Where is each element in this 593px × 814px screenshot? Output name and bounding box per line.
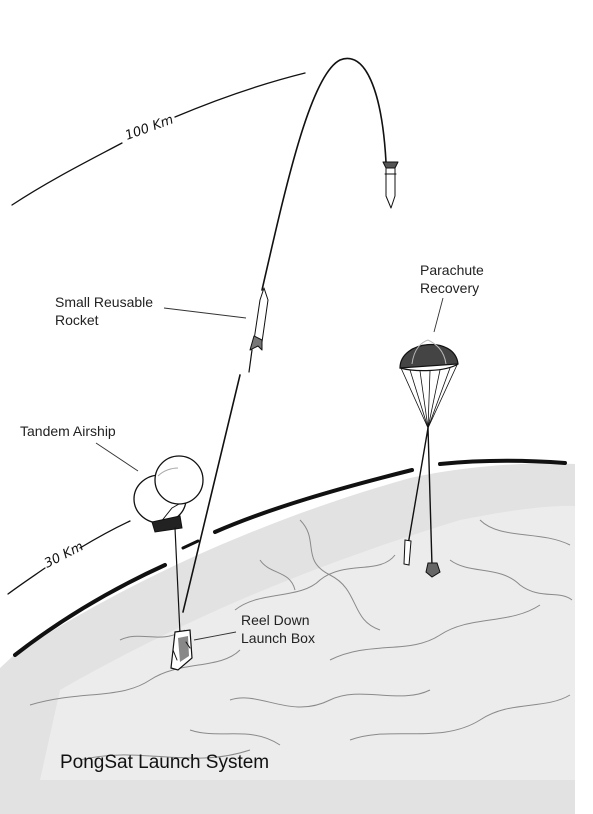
launch-box-label: Reel Down Launch Box: [241, 612, 315, 646]
tandem-airship-icon: [133, 455, 204, 635]
diagram-title: PongSat Launch System: [60, 752, 269, 773]
rocket-label-line1: Small Reusable: [55, 294, 153, 310]
rocket-trajectory: [182, 57, 387, 613]
altitude-label-100km: 100 Km: [123, 113, 175, 144]
terrain-lines: [29, 519, 573, 761]
launch-box-label-line1: Reel Down: [241, 612, 309, 628]
parachute-icon: [399, 339, 459, 578]
descending-rocket-icon: [382, 161, 399, 209]
altitude-label-30km: 30 Km: [42, 539, 86, 571]
launch-box-leader-line: [193, 631, 237, 641]
launch-box-label-line2: Launch Box: [241, 630, 315, 646]
horizon-line: [13, 458, 567, 657]
parachute-leader-line: [433, 297, 444, 333]
rocket-leader-line: [163, 307, 247, 319]
altitude-arc-100km: [11, 72, 306, 206]
earth-surface-light: [40, 505, 575, 780]
rocket-label-line2: Rocket: [55, 312, 99, 328]
launch-box-icon: [170, 629, 193, 671]
rocket-label: Small Reusable Rocket: [55, 294, 157, 328]
altitude-arc-30km: [7, 520, 131, 595]
parachute-label-line2: Recovery: [420, 280, 479, 296]
airship-leader-line: [95, 442, 139, 472]
airship-label: Tandem Airship: [20, 423, 116, 439]
ascending-rocket-icon: [248, 287, 269, 373]
parachute-label-line1: Parachute: [420, 262, 484, 278]
parachute-label: Parachute Recovery: [420, 262, 488, 296]
